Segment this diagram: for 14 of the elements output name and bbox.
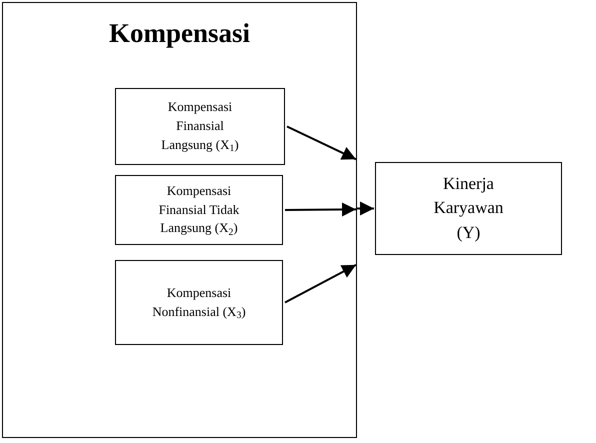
- variable-label: Kompensasi Finansial Langsung (X$_{1}$): [160, 98, 240, 155]
- variable-box: [375, 162, 562, 255]
- arrow: [284, 264, 356, 304]
- group-title: Kompensasi: [108, 17, 250, 50]
- variable-label: Kinerja Karyawan (Y): [432, 172, 504, 244]
- arrow: [285, 202, 356, 217]
- variable-label: Kompensasi Nonfinansial (X$_{3}$): [151, 284, 247, 322]
- variable-box: [115, 175, 283, 245]
- arrow: [286, 126, 356, 160]
- arrow: [357, 202, 374, 216]
- variable-box: [115, 260, 283, 345]
- group-box: [2, 2, 357, 438]
- variable-label: Kompensasi Finansial Tidak Langsung (X$_{2}$): [158, 182, 240, 238]
- variable-box: [115, 88, 285, 165]
